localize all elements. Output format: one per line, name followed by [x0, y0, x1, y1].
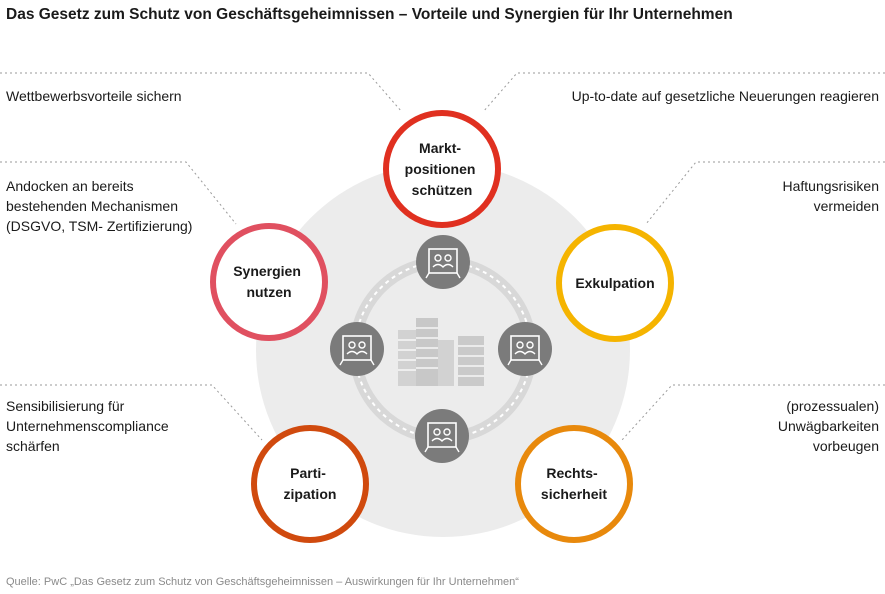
svg-text:Exkulpation: Exkulpation — [575, 275, 654, 291]
annotation-top-left: Wettbewerbsvorteile sichern — [6, 88, 182, 104]
ring-label-line: sicherheit — [541, 486, 607, 502]
diagram-title: Das Gesetz zum Schutz von Geschäftsgehei… — [6, 6, 733, 23]
ring-marktpositionen: Markt- positionen schützen — [383, 110, 501, 228]
ring-label-line: Exkulpation — [575, 275, 654, 291]
ring-label-line: positionen — [405, 161, 476, 177]
people-icon-top — [415, 234, 471, 290]
people-icon-right — [497, 321, 553, 377]
ring-label-line: Parti- — [290, 465, 326, 481]
ring-synergien: Synergien nutzen — [210, 223, 328, 341]
people-icon-left — [329, 321, 385, 377]
annotation-mid-right: Haftungsrisiken vermeiden — [782, 178, 880, 214]
connector-mid-left — [0, 161, 237, 225]
annotation-top-right: Up-to-date auf gesetzliche Neuerungen re… — [571, 88, 879, 104]
ring-partizipation: Parti- zipation — [251, 425, 369, 543]
office-buildings-icon — [398, 318, 484, 386]
svg-text:Markt- positionen: Markt- positionen schützen — [405, 140, 480, 198]
ring-label-line: schützen — [412, 182, 473, 198]
annotation-mid-left: Andocken an bereits bestehenden Mechanis… — [6, 178, 193, 234]
ring-label-line: Markt- — [419, 140, 461, 156]
annotation-bottom-left: Sensibilisierung für Unternehmenscomplia… — [6, 398, 169, 454]
annotation-bottom-right: (prozessualen) Unwägbarkeiten vorbeugen — [777, 398, 879, 454]
connector-bottom-left — [0, 384, 263, 441]
people-icon-bottom — [414, 408, 470, 464]
ring-label-line: Synergien — [233, 263, 301, 279]
connector-lines — [0, 72, 885, 441]
ring-exkulpation: Exkulpation — [556, 224, 674, 342]
ring-rechtssicherheit: Rechts- sicherheit — [515, 425, 633, 543]
svg-text:Synergien nutzen: Synergien nutzen — [233, 263, 305, 300]
ring-label-line: zipation — [284, 486, 337, 502]
ring-label-line: Rechts- — [546, 465, 598, 481]
svg-text:Rechts- sicherheit: Rechts- sicherheit — [541, 465, 607, 502]
connector-bottom-right — [621, 384, 885, 441]
svg-text:Parti- zipation: Parti- zipation — [284, 465, 337, 502]
source-note: Quelle: PwC „Das Gesetz zum Schutz von G… — [6, 576, 519, 588]
ring-label-line: nutzen — [246, 284, 291, 300]
